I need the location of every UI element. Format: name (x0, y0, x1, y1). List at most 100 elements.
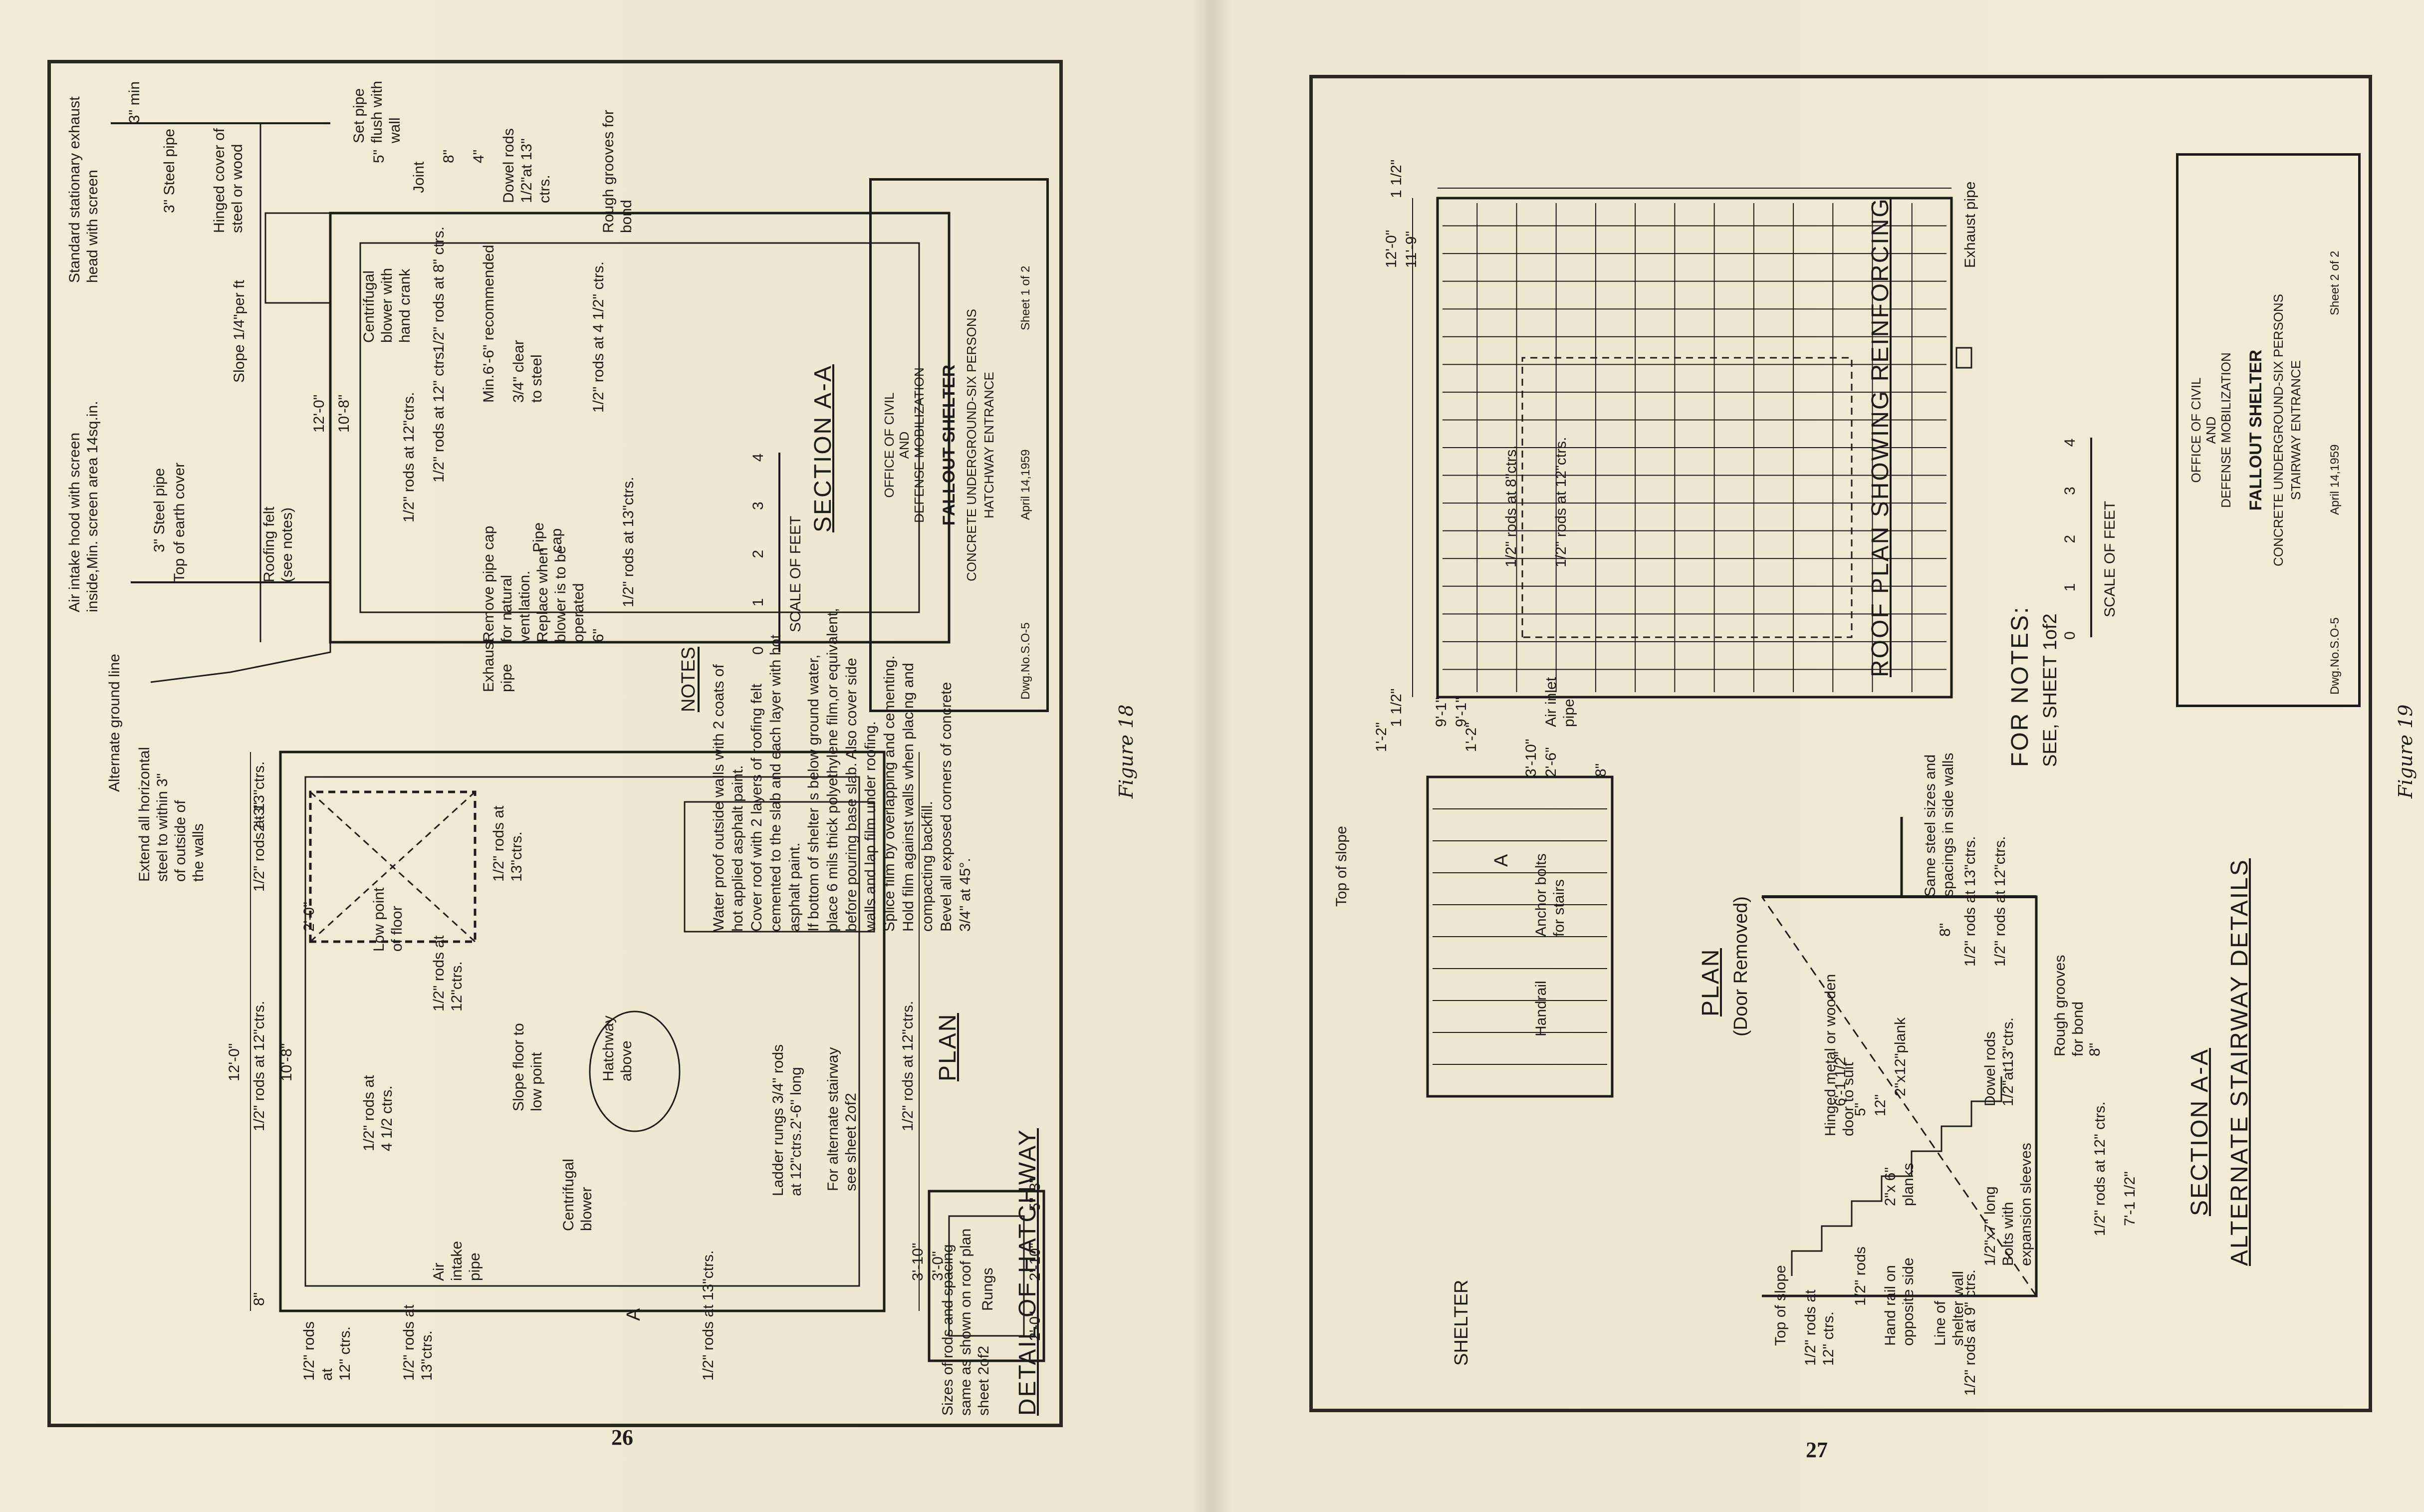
left-drawing-frame: SECTION A-A PLAN DETAIL OF HATCHWAY NOTE… (47, 60, 1063, 1427)
label-same-steel: Same steel sizes and spacings in side wa… (1922, 753, 1956, 897)
dim-roof-1-2b: 1'-2" (1463, 722, 1479, 752)
rtb-agency-3: DEFENSE MOBILIZATION (2218, 352, 2233, 508)
tb-subtitle-2: HATCHWAY ENTRANCE (981, 372, 996, 518)
rtb-sheet: Sheet 2 of 2 (2328, 251, 2342, 315)
left-scale-ticks: 01234 (750, 413, 766, 655)
label-plan-rods-at-12: 1/2" rods at 12" ctrs. (301, 1321, 353, 1381)
roof-slab (1436, 197, 1953, 699)
left-title-block: OFFICE OF CIVIL AND DEFENSE MOBILIZATION… (869, 178, 1049, 712)
rtb-title: FALLOUT SHELTER (2246, 349, 2265, 511)
left-figure-caption: Figure 18 (1115, 704, 1137, 798)
rtb-agency-2: AND (2203, 416, 2218, 444)
dim-plan-2-3: 2'-3" (251, 802, 267, 832)
label-plan-rods-12: 1/2" rods at 12"ctrs. (251, 1001, 267, 1131)
dim-detail-2-10: 2'-10" (1027, 1243, 1043, 1281)
label-plan-a: A (1491, 854, 1512, 867)
plan-low-point-blob (589, 1010, 681, 1132)
label-rs-rods-9: 1/2" rods at 9" ctrs. (1962, 1269, 1978, 1396)
label-air-intake-pipe: Air intake pipe (431, 1241, 483, 1281)
dim-section-8: 8" (441, 149, 457, 163)
roof-exhaust-pipe (1955, 347, 1972, 369)
tb-subtitle-1: CONCRETE UNDERGROUND-SIX PERSONS (964, 308, 979, 582)
plan-hatchway (309, 790, 477, 943)
label-handrail-opposite: Hand rail on opposite side (1882, 1258, 1917, 1346)
label-slope: Slope 1/4"per ft (231, 280, 247, 383)
right-page-number: 27 (1806, 1438, 1828, 1462)
right-plan-subheading: (Door Removed) (1730, 896, 1751, 1036)
left-page-number: 26 (611, 1425, 633, 1450)
left-page: SECTION A-A PLAN DETAIL OF HATCHWAY NOTE… (47, 60, 1137, 1450)
roof-grid (1443, 203, 1946, 692)
dim-plan-3-10: 3'-10" (1523, 739, 1539, 777)
dim-roof-12-0: 12'-0" (1383, 230, 1400, 268)
dim-plan-12-0: 12'-0" (226, 1043, 242, 1081)
label-section-rods-4half: 1/2" rods at 4 1/2" ctrs. (590, 261, 607, 413)
tb-title: FALLOUT SHELTER (940, 364, 959, 526)
detail-hatchway-inner (948, 1215, 1025, 1337)
left-linework (111, 122, 1045, 1362)
tb-date: April 14,1959 (1019, 449, 1032, 520)
label-plan-rods-at-13: 1/2" rods at 13"ctrs. (401, 1304, 435, 1381)
label-alternate-stairway: For alternate stairway see sheet 2of2 (825, 1047, 859, 1191)
label-extend-horizontal: Extend all horizontal steel to within 3"… (136, 747, 207, 882)
label-bolts: 1/2"x7" long Bolts with expansion sleeve… (1982, 1143, 2034, 1266)
right-figure-caption: Figure 19 (2395, 704, 2417, 798)
dim-rs-12: 12" (1872, 1094, 1889, 1116)
plan-inner-wall (304, 776, 860, 1287)
label-centrifugal-blower: Centrifugal blower (560, 1158, 595, 1231)
label-steel-pipe-b: 3" Steel pipe (161, 128, 178, 213)
label-plan-top-slope: Top of slope (1333, 826, 1350, 907)
dim-plan-10-8: 10'-8" (278, 1043, 295, 1081)
right-drawing-frame: ROOF PLAN SHOWING REINFORCING PLAN (Door… (1309, 75, 2372, 1412)
dim-detail-3: 3" (1027, 1177, 1043, 1191)
label-rs-dowel: Dowel rods 1/2"at13"ctrs. (1982, 1017, 2016, 1106)
label-hatchway-above: Hatchway above (600, 1015, 635, 1081)
label-rs-half-rods: 1/2" rods (1852, 1246, 1869, 1306)
stair-plan-treads (1433, 808, 1607, 1065)
label-alt-ground: Alternate ground line (106, 654, 123, 792)
section-inner (359, 242, 920, 613)
rtb-subtitle-1: CONCRETE UNDERGROUND-SIX PERSONS (2271, 293, 2286, 567)
label-section-rods-13: 1/2" rods at 13"ctrs. (620, 477, 637, 607)
label-plan-rods-12c: 1/2" rods at 12"ctrs. (900, 1001, 916, 1131)
for-notes-label: FOR NOTES: (2007, 605, 2033, 767)
label-anchor-bolts: Anchor bolts for stairs (1533, 853, 1567, 937)
left-scale-label: SCALE OF FEET (787, 515, 804, 632)
left-drawing-rotated: SECTION A-A PLAN DETAIL OF HATCHWAY NOTE… (51, 63, 1066, 1431)
label-plank-2x12: 2"x12"plank (1892, 1017, 1909, 1096)
dim-3min: 3" min (126, 81, 143, 123)
label-roof-rods-12: 1/2" rods at 12"ctrs. (1553, 437, 1569, 567)
tb-agency-2: AND (897, 431, 912, 459)
right-title-block: OFFICE OF CIVIL AND DEFENSE MOBILIZATION… (2176, 153, 2361, 707)
tb-dwg-no: Dwg.No.S.O-5 (1019, 622, 1032, 700)
label-exhaust-pipe: Exhaust pipe (481, 638, 515, 692)
right-drawing-rotated: ROOF PLAN SHOWING REINFORCING PLAN (Door… (1313, 78, 2376, 1416)
dim-plan-2-6: 2'-6" (1543, 747, 1559, 777)
dim-roof-9-1: 9'-1" (1433, 697, 1450, 727)
label-rs-rods-12b: 1/2" rods at 12" ctrs. (2092, 1101, 2108, 1236)
section-earth-slope (150, 642, 331, 683)
notes-heading: NOTES (678, 647, 700, 712)
dim-roof-1half: 1 1/2" (1388, 688, 1405, 727)
label-planks-2x6: 2"x 6" planks (1882, 1163, 1917, 1206)
dim-section-5: 5" (371, 149, 387, 163)
label-plan-rods-12b: 1/2" rods at 12"ctrs. (431, 935, 465, 1011)
right-linework (1412, 188, 2092, 1297)
label-section-rods-12b: 1/2" rods at 12" ctrs. (431, 348, 447, 483)
tb-sheet: Sheet 1 of 2 (1019, 265, 1032, 330)
dim-section-4: 4" (471, 149, 487, 163)
right-scale-label: SCALE OF FEET (2102, 501, 2118, 617)
rtb-subtitle-2: STAIRWAY ENTRANCE (2288, 360, 2303, 501)
alternate-heading: ALTERNATE STAIRWAY DETAILS (2226, 858, 2253, 1266)
label-plan-rods-13b: 1/2" rods at 13"ctrs. (490, 805, 525, 882)
label-set-pipe: Set pipe flush with wall (351, 80, 403, 143)
label-ladder-rungs: Ladder rungs 3/4" rods at 12"ctrs.2'-6" … (770, 1044, 804, 1196)
plan-ladder (684, 801, 875, 933)
dim-rs-7-1half: 7'-1 1/2" (2122, 1171, 2138, 1226)
dim-plan-8b: 8" (1593, 763, 1609, 777)
right-page: ROOF PLAN SHOWING REINFORCING PLAN (Door… (1212, 0, 2424, 1512)
stair-steps (1791, 1076, 2002, 1276)
stair-door-line (1761, 896, 2037, 1296)
right-section-heading: SECTION A-A (2186, 1047, 2213, 1216)
